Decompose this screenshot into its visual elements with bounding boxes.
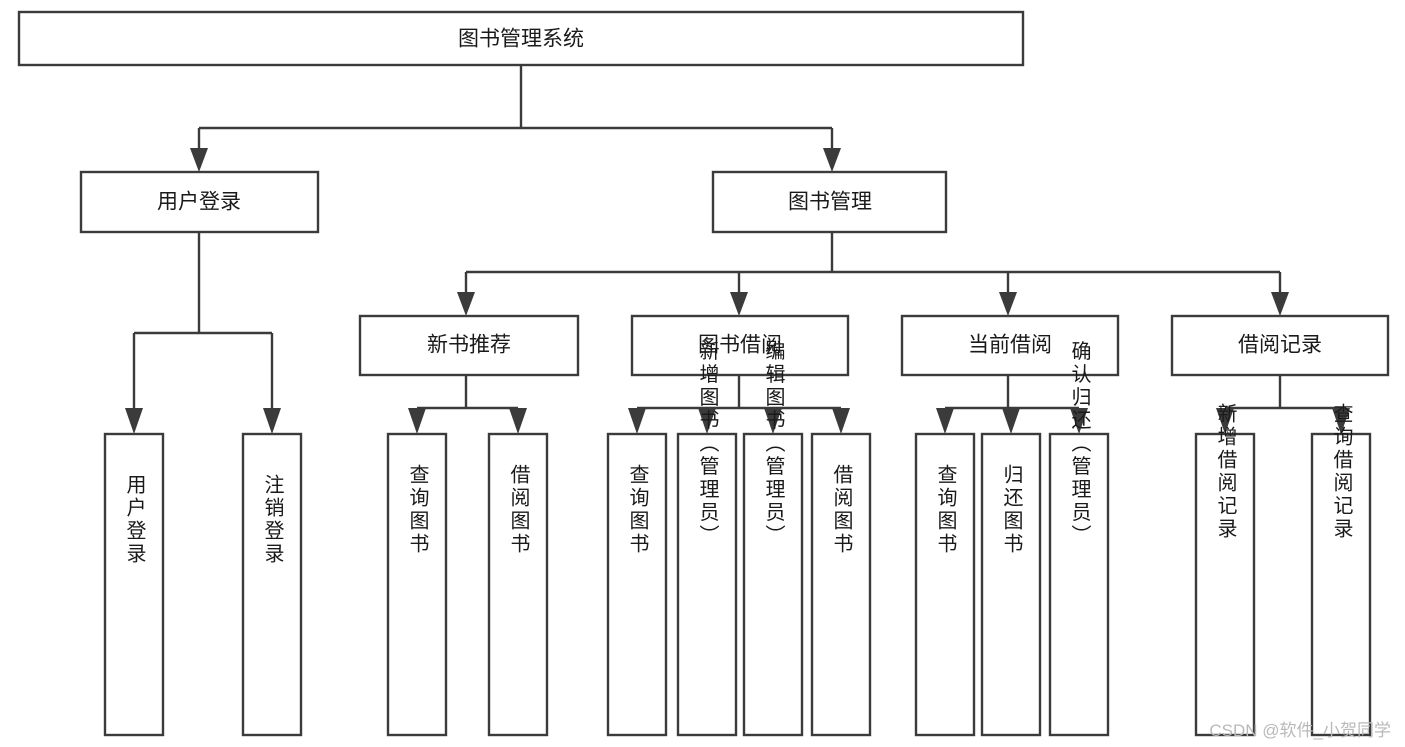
leaf-user-login-2-box[interactable] [241,432,303,737]
leaf-current-borrow-2-box[interactable] [980,432,1042,737]
leaf-book-borrow-3-box[interactable] [742,432,804,737]
leaf-borrow-record-2-label: 查询借阅记录 [1330,403,1353,541]
leaf-borrow-record-2-box[interactable] [1310,432,1372,737]
leaf-new-book-2-label: 借阅图书 [507,464,530,556]
arrow-current-borrow [999,292,1017,316]
node-user-login-label: 用户登录 [157,191,241,214]
leaf-user-login-1[interactable]: 用户登录 [103,432,165,737]
leaf-book-borrow-2[interactable]: 新增图书（管理员） [676,340,738,737]
node-current-borrow-label: 当前借阅 [968,334,1052,357]
leaf-book-borrow-2-box[interactable] [676,432,738,737]
leaf-book-borrow-1-label: 查询图书 [626,464,649,556]
arrow-ul-leaf2 [263,408,281,434]
leaf-current-borrow-3-box[interactable] [1048,432,1110,737]
node-book-borrow-box[interactable] [630,314,850,377]
node-borrow-record-box[interactable] [1170,314,1390,377]
leaf-user-login-2-label: 注销登录 [261,474,284,566]
node-current-borrow[interactable]: 当前借阅 [900,314,1120,377]
connectors-user-login-to-leaves [125,232,281,434]
node-book-manage-box[interactable] [711,170,948,234]
leaf-new-book-1-label: 查询图书 [406,464,429,556]
node-book-manage[interactable]: 图书管理 [711,170,948,234]
leaf-user-login-1-box[interactable] [103,432,165,737]
arrow-bb-leaf3 [764,408,782,434]
node-book-borrow[interactable]: 图书借阅 [630,314,850,377]
arrow-cb-leaf3 [1070,408,1088,434]
arrow-br-leaf2 [1332,408,1350,434]
arrow-book-manage [823,148,841,172]
leaf-book-borrow-4-box[interactable] [810,432,872,737]
leaf-book-borrow-4-label: 借阅图书 [830,464,853,556]
leaf-current-borrow-3-label: 确认归还（管理员） [1068,340,1091,547]
leaf-book-borrow-3-label: 编辑图书（管理员） [762,340,785,547]
arrow-bb-leaf4 [832,408,850,434]
connectors-book-manage-to-level2 [457,232,1289,316]
node-root-label: 图书管理系统 [458,28,584,51]
connectors-root-to-level1 [190,65,841,172]
leaf-current-borrow-3[interactable]: 确认归还（管理员） [1048,340,1110,737]
leaf-current-borrow-1[interactable]: 查询图书 [914,432,976,737]
connectors-borrow-record-to-leaves [1216,375,1350,434]
arrow-new-book-recommend [457,292,475,316]
arrow-user-login [190,148,208,172]
leaf-borrow-record-1-box[interactable] [1194,432,1256,737]
node-borrow-record[interactable]: 借阅记录 [1170,314,1390,377]
arrow-bb-leaf2 [698,408,716,434]
arrow-bb-leaf1 [628,408,646,434]
node-new-book-recommend[interactable]: 新书推荐 [358,314,580,377]
leaf-current-borrow-1-label: 查询图书 [934,464,957,556]
leaf-book-borrow-2-label: 新增图书（管理员） [696,340,719,547]
leaf-book-borrow-1[interactable]: 查询图书 [606,432,668,737]
leaf-user-login-2[interactable]: 注销登录 [241,432,303,737]
connectors-book-borrow-to-leaves [628,375,850,434]
node-root-box[interactable] [17,10,1025,67]
node-book-manage-label: 图书管理 [788,191,872,214]
arrow-br-leaf1 [1216,408,1234,434]
arrow-ul-leaf1 [125,408,143,434]
leaf-book-borrow-1-box[interactable] [606,432,668,737]
node-new-book-recommend-box[interactable] [358,314,580,377]
leaf-borrow-record-1[interactable]: 新增借阅记录 [1194,403,1256,737]
leaf-current-borrow-1-box[interactable] [914,432,976,737]
leaf-new-book-1[interactable]: 查询图书 [386,432,448,737]
leaf-book-borrow-4[interactable]: 借阅图书 [810,432,872,737]
connectors-current-borrow-to-leaves [936,375,1088,434]
arrow-cb-leaf1 [936,408,954,434]
arrow-nb-leaf1 [408,408,426,434]
node-user-login[interactable]: 用户登录 [79,170,320,234]
leaf-new-book-2-box[interactable] [487,432,549,737]
arrow-book-borrow [730,292,748,316]
leaf-current-borrow-2[interactable]: 归还图书 [980,432,1042,737]
connectors-new-book-to-leaves [408,375,527,434]
node-user-login-box[interactable] [79,170,320,234]
node-root[interactable]: 图书管理系统 [17,10,1025,67]
node-borrow-record-label: 借阅记录 [1238,334,1322,357]
arrow-borrow-record [1271,292,1289,316]
arrow-cb-leaf2 [1002,408,1020,434]
watermark-text: CSDN @软件_小贺同学 [1209,721,1391,740]
leaf-borrow-record-2[interactable]: 查询借阅记录 [1310,403,1372,737]
node-book-borrow-label: 图书借阅 [698,334,782,357]
leaf-book-borrow-3[interactable]: 编辑图书（管理员） [742,340,804,737]
arrow-nb-leaf2 [509,408,527,434]
leaf-current-borrow-2-label: 归还图书 [1000,464,1023,556]
node-new-book-recommend-label: 新书推荐 [427,334,511,357]
leaf-borrow-record-1-label: 新增借阅记录 [1214,403,1237,541]
node-current-borrow-box[interactable] [900,314,1120,377]
leaf-new-book-2[interactable]: 借阅图书 [487,432,549,737]
leaf-user-login-1-label: 用户登录 [123,474,146,566]
leaf-new-book-1-box[interactable] [386,432,448,737]
